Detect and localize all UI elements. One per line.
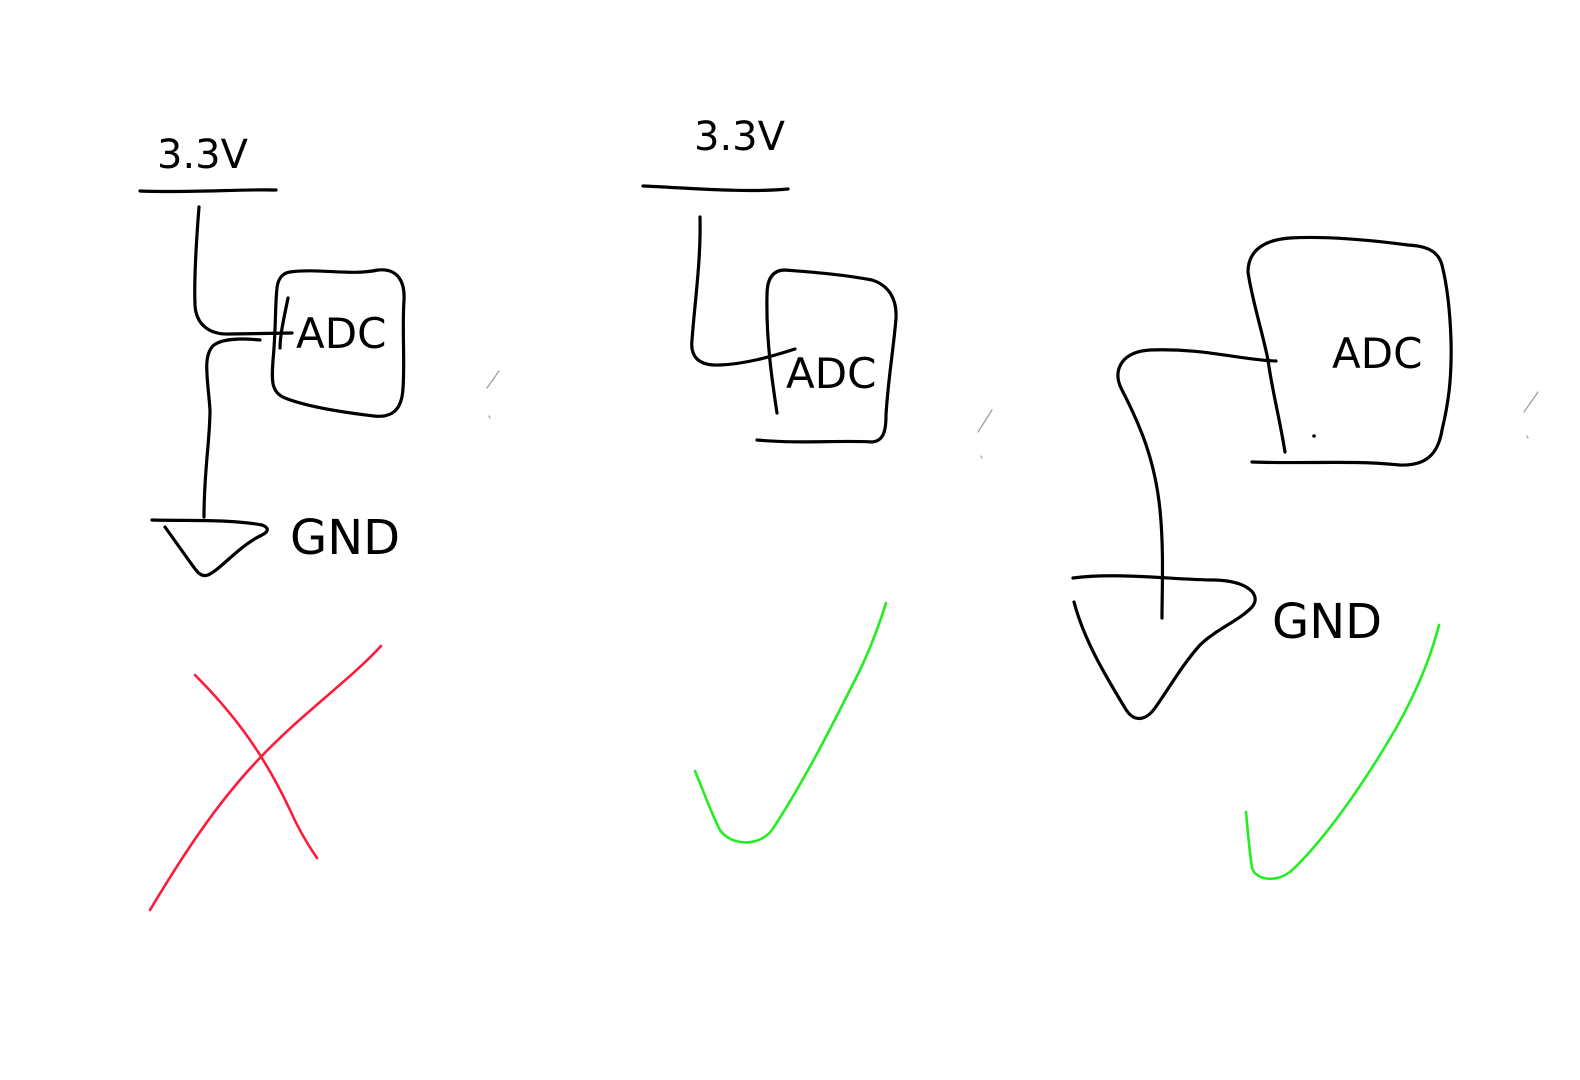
panel-2: 3.3V ADC <box>641 114 993 844</box>
ground-symbol <box>150 518 269 578</box>
adc-label: ADC <box>1332 329 1422 378</box>
supply-wire <box>193 205 294 336</box>
ground-wire <box>1116 348 1278 620</box>
adc-pin-stroke <box>1266 358 1287 454</box>
adc-pin-stroke <box>278 296 290 350</box>
supply-label: 3.3V <box>694 114 786 160</box>
cross-mark-icon <box>148 644 383 912</box>
adc-box <box>270 268 406 418</box>
ground-label: GND <box>1272 594 1382 650</box>
supply-label: 3.3V <box>157 132 249 178</box>
check-mark-icon <box>1244 623 1441 881</box>
supply-rail <box>641 184 790 193</box>
ground-label: GND <box>290 510 400 566</box>
adc-dot <box>1312 434 1316 438</box>
adc-label: ADC <box>786 349 876 398</box>
adc-box <box>1246 235 1453 467</box>
adc-box <box>755 268 898 444</box>
panel-3: ADC GND <box>1071 235 1539 881</box>
ground-symbol <box>1071 574 1257 721</box>
check-mark-icon <box>693 601 888 844</box>
adc-label: ADC <box>296 309 386 358</box>
supply-wire <box>690 215 797 367</box>
ground-wire <box>202 337 262 519</box>
supply-rail <box>138 188 278 194</box>
panel-1: 3.3V ADC GND <box>138 132 500 912</box>
